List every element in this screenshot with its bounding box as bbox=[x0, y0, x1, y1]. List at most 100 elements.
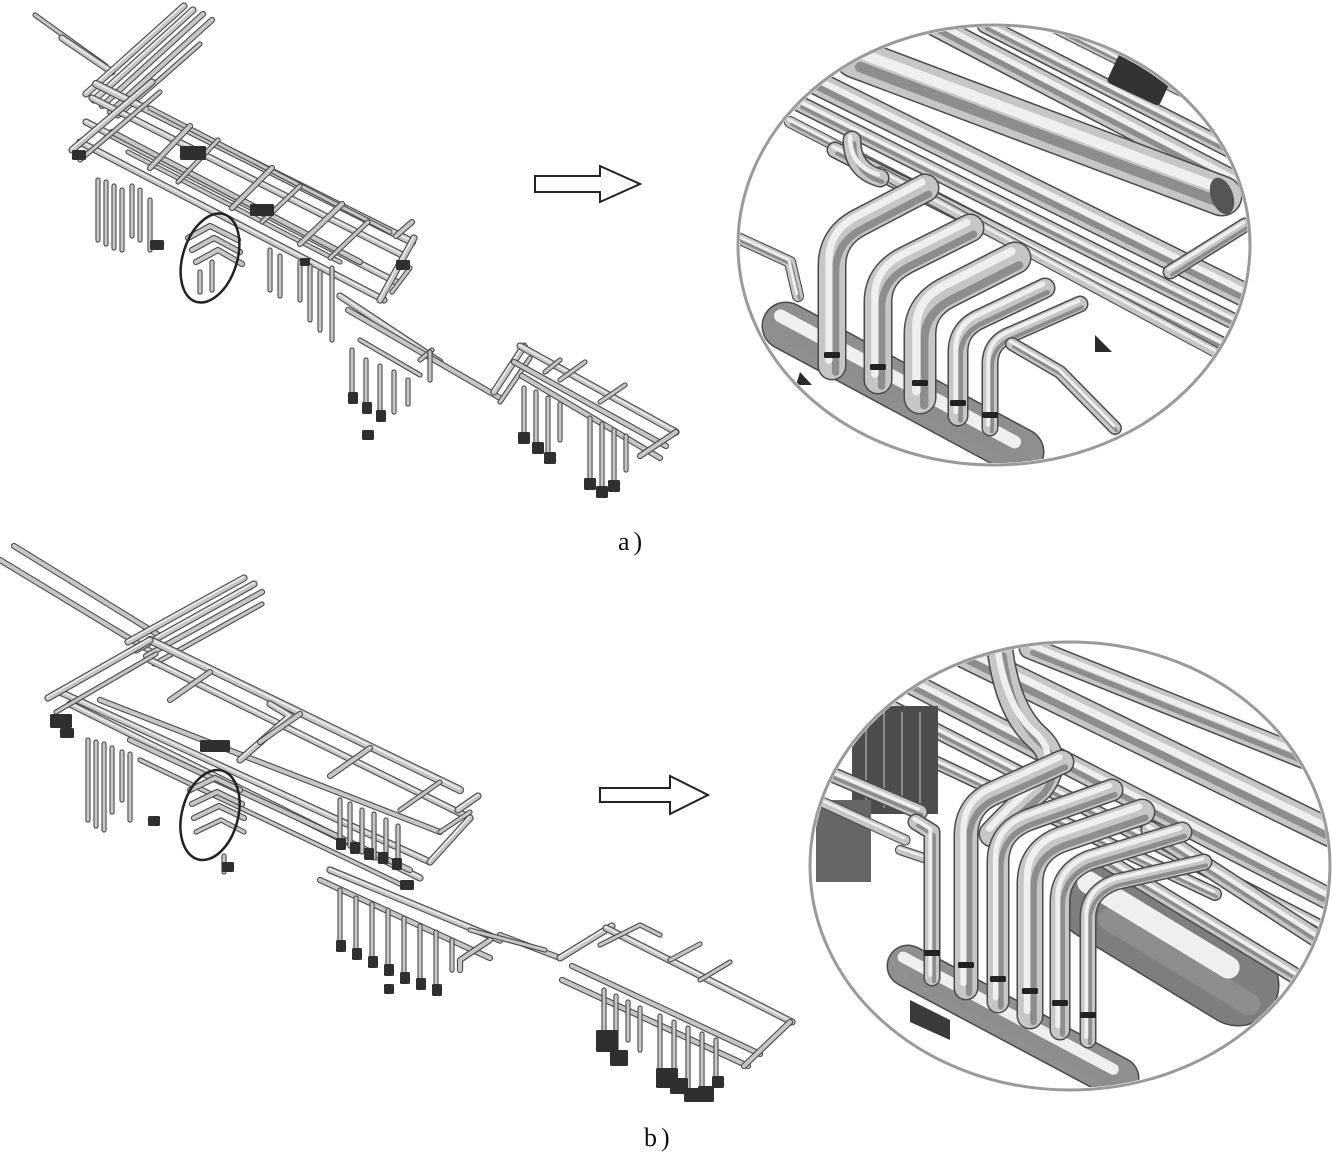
pipe-segment-body bbox=[110, 130, 362, 264]
pipe-segment bbox=[516, 342, 680, 436]
pipe-segment bbox=[10, 542, 164, 640]
equipment-block bbox=[532, 442, 544, 454]
pipe-segment-highlight bbox=[847, 134, 881, 177]
pipe-segment bbox=[146, 122, 194, 172]
inset-b-border bbox=[808, 640, 1332, 1092]
riser-pipe-highlight bbox=[871, 218, 971, 378]
riser-pipe-highlight bbox=[992, 782, 1113, 1001]
pipe-segment bbox=[90, 6, 197, 104]
riser-pipe-shade bbox=[919, 260, 1024, 410]
pipe-segment bbox=[976, 27, 1248, 174]
pipe-flange-ring bbox=[824, 352, 840, 358]
pipe-segment bbox=[542, 357, 563, 375]
pipe-segment-highlight bbox=[518, 344, 677, 432]
riser-pipe bbox=[1079, 853, 1213, 1049]
pipe-segment-body bbox=[394, 220, 414, 238]
pipe-segment-highlight bbox=[238, 702, 291, 760]
large-pipe bbox=[834, 37, 1243, 217]
pipe-segment-body bbox=[83, 3, 187, 97]
pipe-segment-body bbox=[512, 360, 668, 448]
riser-pipe-highlight bbox=[986, 298, 1081, 427]
equipment-block bbox=[336, 940, 346, 952]
pipe-segment-body bbox=[468, 928, 547, 952]
pipe-segment-body bbox=[192, 804, 246, 820]
equipment-block bbox=[300, 258, 310, 266]
equipment-block bbox=[416, 978, 426, 990]
pipe-segment-highlight bbox=[84, 4, 185, 94]
panel-b-detail-inset bbox=[808, 640, 1332, 1092]
pipe-segment-body bbox=[176, 138, 220, 184]
pipe-segment-body bbox=[947, 644, 1328, 848]
large-pipe-highlight bbox=[845, 44, 1223, 193]
pipe-segment bbox=[326, 744, 374, 780]
riser-pipe bbox=[981, 295, 1089, 437]
equipment-block bbox=[180, 146, 206, 160]
pipe-segment bbox=[397, 779, 443, 813]
pipe-segment bbox=[556, 922, 616, 962]
pipe-segment-body bbox=[817, 797, 910, 845]
pipe-segment-shade bbox=[1029, 650, 1328, 778]
panel-b-label: b) bbox=[644, 1123, 674, 1152]
pipe-segment-highlight bbox=[428, 816, 471, 862]
pipe-segment-highlight bbox=[148, 637, 461, 790]
pipe-segment-highlight bbox=[1024, 644, 1328, 769]
equipment-block bbox=[384, 964, 394, 976]
equipment-box bbox=[1107, 46, 1175, 106]
equipment-block bbox=[352, 948, 362, 960]
panel-b: b) bbox=[0, 542, 1332, 1152]
pipe-segment bbox=[175, 137, 221, 185]
pipe-segment-highlight bbox=[604, 926, 793, 1022]
pipe-flange-ring bbox=[1022, 988, 1038, 994]
riser-pipe bbox=[863, 213, 985, 395]
pipe-segment-body bbox=[147, 657, 473, 821]
equipment-block bbox=[432, 984, 442, 996]
pipe-segment-body bbox=[45, 637, 153, 701]
pipe-segment-body bbox=[69, 79, 155, 153]
pipe-segment-body bbox=[560, 978, 750, 1068]
pipe-segment-body bbox=[147, 637, 463, 793]
equipment-block bbox=[608, 480, 620, 492]
pipe-segment-body bbox=[230, 166, 274, 210]
offset-bend-pipe-highlight bbox=[985, 644, 1051, 833]
pipe-segment bbox=[874, 166, 1236, 366]
equipment-block bbox=[348, 392, 358, 404]
pipe-segment bbox=[597, 922, 663, 948]
equipment-block bbox=[200, 740, 230, 752]
pipe-segment-body bbox=[78, 90, 162, 162]
equipment-block bbox=[384, 984, 394, 994]
pipe-segment bbox=[228, 164, 276, 212]
pipe-segment-highlight bbox=[46, 638, 151, 698]
vessel-cylinder-shade bbox=[1097, 908, 1261, 1016]
pipe-segment-body bbox=[543, 358, 562, 374]
pipe-segment bbox=[1018, 644, 1328, 782]
riser-pipe-shade bbox=[831, 190, 933, 376]
large-pipe-body bbox=[836, 39, 1241, 215]
pipe-segment bbox=[945, 644, 1328, 850]
riser-pipe bbox=[1016, 798, 1156, 1030]
vessel-cylinder-highlight bbox=[1077, 871, 1240, 979]
pipe-segment-body bbox=[455, 793, 481, 813]
pipe-segment-highlight bbox=[1145, 824, 1328, 949]
equipment-block bbox=[544, 452, 556, 464]
pipe-segment-body bbox=[98, 698, 442, 834]
pipe-segment-body bbox=[390, 266, 412, 294]
pipe-segment bbox=[740, 231, 805, 303]
pipe-segment-body bbox=[793, 97, 1248, 339]
large-pipe-shade bbox=[855, 61, 1233, 211]
pipe-segment bbox=[77, 89, 163, 163]
equipment-block bbox=[400, 880, 414, 890]
pipe-segment-body bbox=[168, 670, 212, 702]
pipe-segment bbox=[98, 10, 207, 110]
pipe-segment-highlight bbox=[822, 767, 921, 811]
pipe-flange-ring bbox=[1080, 1012, 1096, 1018]
pipe-segment-body bbox=[557, 923, 615, 961]
pipe-segment-shade bbox=[1170, 226, 1248, 277]
pipe-end-cap bbox=[1209, 177, 1235, 215]
pipe-segment-highlight bbox=[92, 8, 194, 100]
equipment-block bbox=[222, 862, 234, 872]
equipment-block bbox=[368, 956, 378, 968]
pipe-segment-body bbox=[258, 712, 302, 744]
equipment-block bbox=[362, 430, 374, 440]
pipe-segment bbox=[56, 688, 434, 866]
